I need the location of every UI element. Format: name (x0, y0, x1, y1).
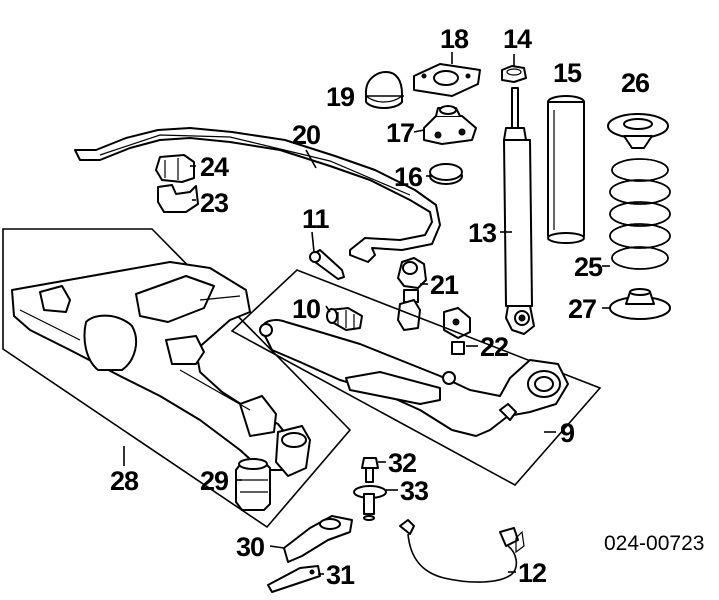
callout-13: 13 (468, 218, 497, 248)
dust-boot (547, 95, 585, 244)
catalog-number: 024-00723 (604, 532, 704, 555)
upper-spring-seat (607, 113, 669, 149)
bump-washer (429, 163, 463, 185)
callout-31: 31 (326, 560, 355, 590)
callout-23: 23 (200, 188, 229, 218)
upper-mount-plate (413, 63, 481, 97)
callout-15: 15 (553, 58, 582, 88)
callout-18: 18 (440, 24, 469, 54)
dust-cap (365, 71, 403, 109)
upper-mount (423, 105, 477, 145)
subframe-bushing (235, 458, 271, 511)
callout-19: 19 (326, 82, 355, 112)
arm-bushing (326, 307, 363, 331)
callout-33: 33 (400, 476, 429, 506)
lower-spring-seat (609, 288, 671, 320)
callout-24: 24 (200, 152, 229, 182)
callout-26: 26 (621, 68, 650, 98)
callout-labels: 18 14 15 26 19 17 20 24 16 23 11 13 25 2… (110, 24, 704, 590)
callout-27: 27 (568, 294, 596, 324)
strut-nut (501, 65, 527, 83)
shock-absorber (503, 87, 535, 335)
link-bracket (443, 307, 471, 355)
bolt-washer (353, 485, 387, 521)
callout-29: 29 (200, 466, 229, 496)
callout-30: 30 (236, 532, 264, 562)
link-bracket-lower (267, 565, 321, 593)
callout-32: 32 (388, 448, 416, 478)
control-arm-outline (230, 269, 602, 487)
stabilizer-bracket (157, 184, 199, 213)
callout-12: 12 (518, 558, 546, 588)
callout-11: 11 (302, 204, 330, 234)
subframe (11, 261, 311, 477)
bolt (361, 457, 379, 483)
leader-lines (123, 52, 610, 575)
callout-16: 16 (394, 162, 423, 192)
lower-bracket (283, 515, 353, 563)
callout-20: 20 (292, 120, 320, 150)
callout-17: 17 (386, 118, 414, 148)
subframe-outline (2, 228, 352, 529)
callout-9: 9 (560, 418, 575, 448)
stabilizer-bar (74, 127, 441, 263)
stabilizer-bushing (155, 154, 195, 183)
control-arm (259, 319, 569, 437)
callout-21: 21 (430, 270, 459, 300)
callout-25: 25 (574, 252, 603, 282)
callout-28: 28 (110, 466, 139, 496)
abs-sensor-cable (399, 519, 525, 583)
coil-spring (609, 158, 671, 270)
callout-22: 22 (480, 332, 508, 362)
callout-10: 10 (292, 294, 320, 324)
callout-14: 14 (503, 24, 532, 54)
stabilizer-link-upper (309, 249, 345, 280)
